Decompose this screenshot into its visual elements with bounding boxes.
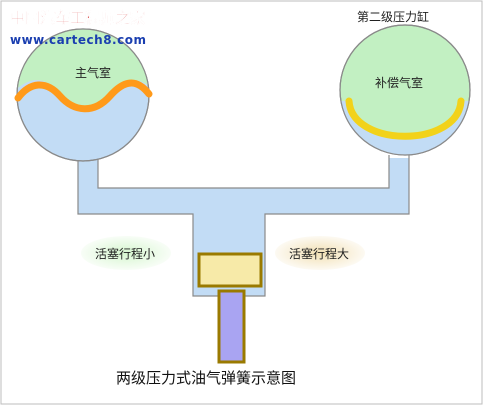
large-stroke-badge: 活塞行程大: [275, 236, 365, 270]
watermark-line2: www.cartech8.com: [10, 33, 146, 47]
compensation-chamber-label: 补偿气室: [375, 75, 423, 90]
large-stroke-label: 活塞行程大: [289, 246, 349, 261]
diagram-caption: 两级压力式油气弹簧示意图: [116, 369, 296, 387]
main-chamber-label: 主气室: [75, 65, 111, 80]
compensation-chamber-diaphragm: [345, 97, 465, 140]
main-chamber-diaphragm: [14, 79, 153, 113]
watermark-line1: 中国汽车工程师之家: [10, 9, 145, 27]
second-stage-cylinder-label: 第二级压力缸: [357, 9, 429, 24]
piston-rod: [217, 289, 246, 364]
small-stroke-label: 活塞行程小: [95, 246, 155, 261]
small-stroke-badge: 活塞行程小: [81, 236, 171, 270]
piston: [197, 252, 263, 288]
